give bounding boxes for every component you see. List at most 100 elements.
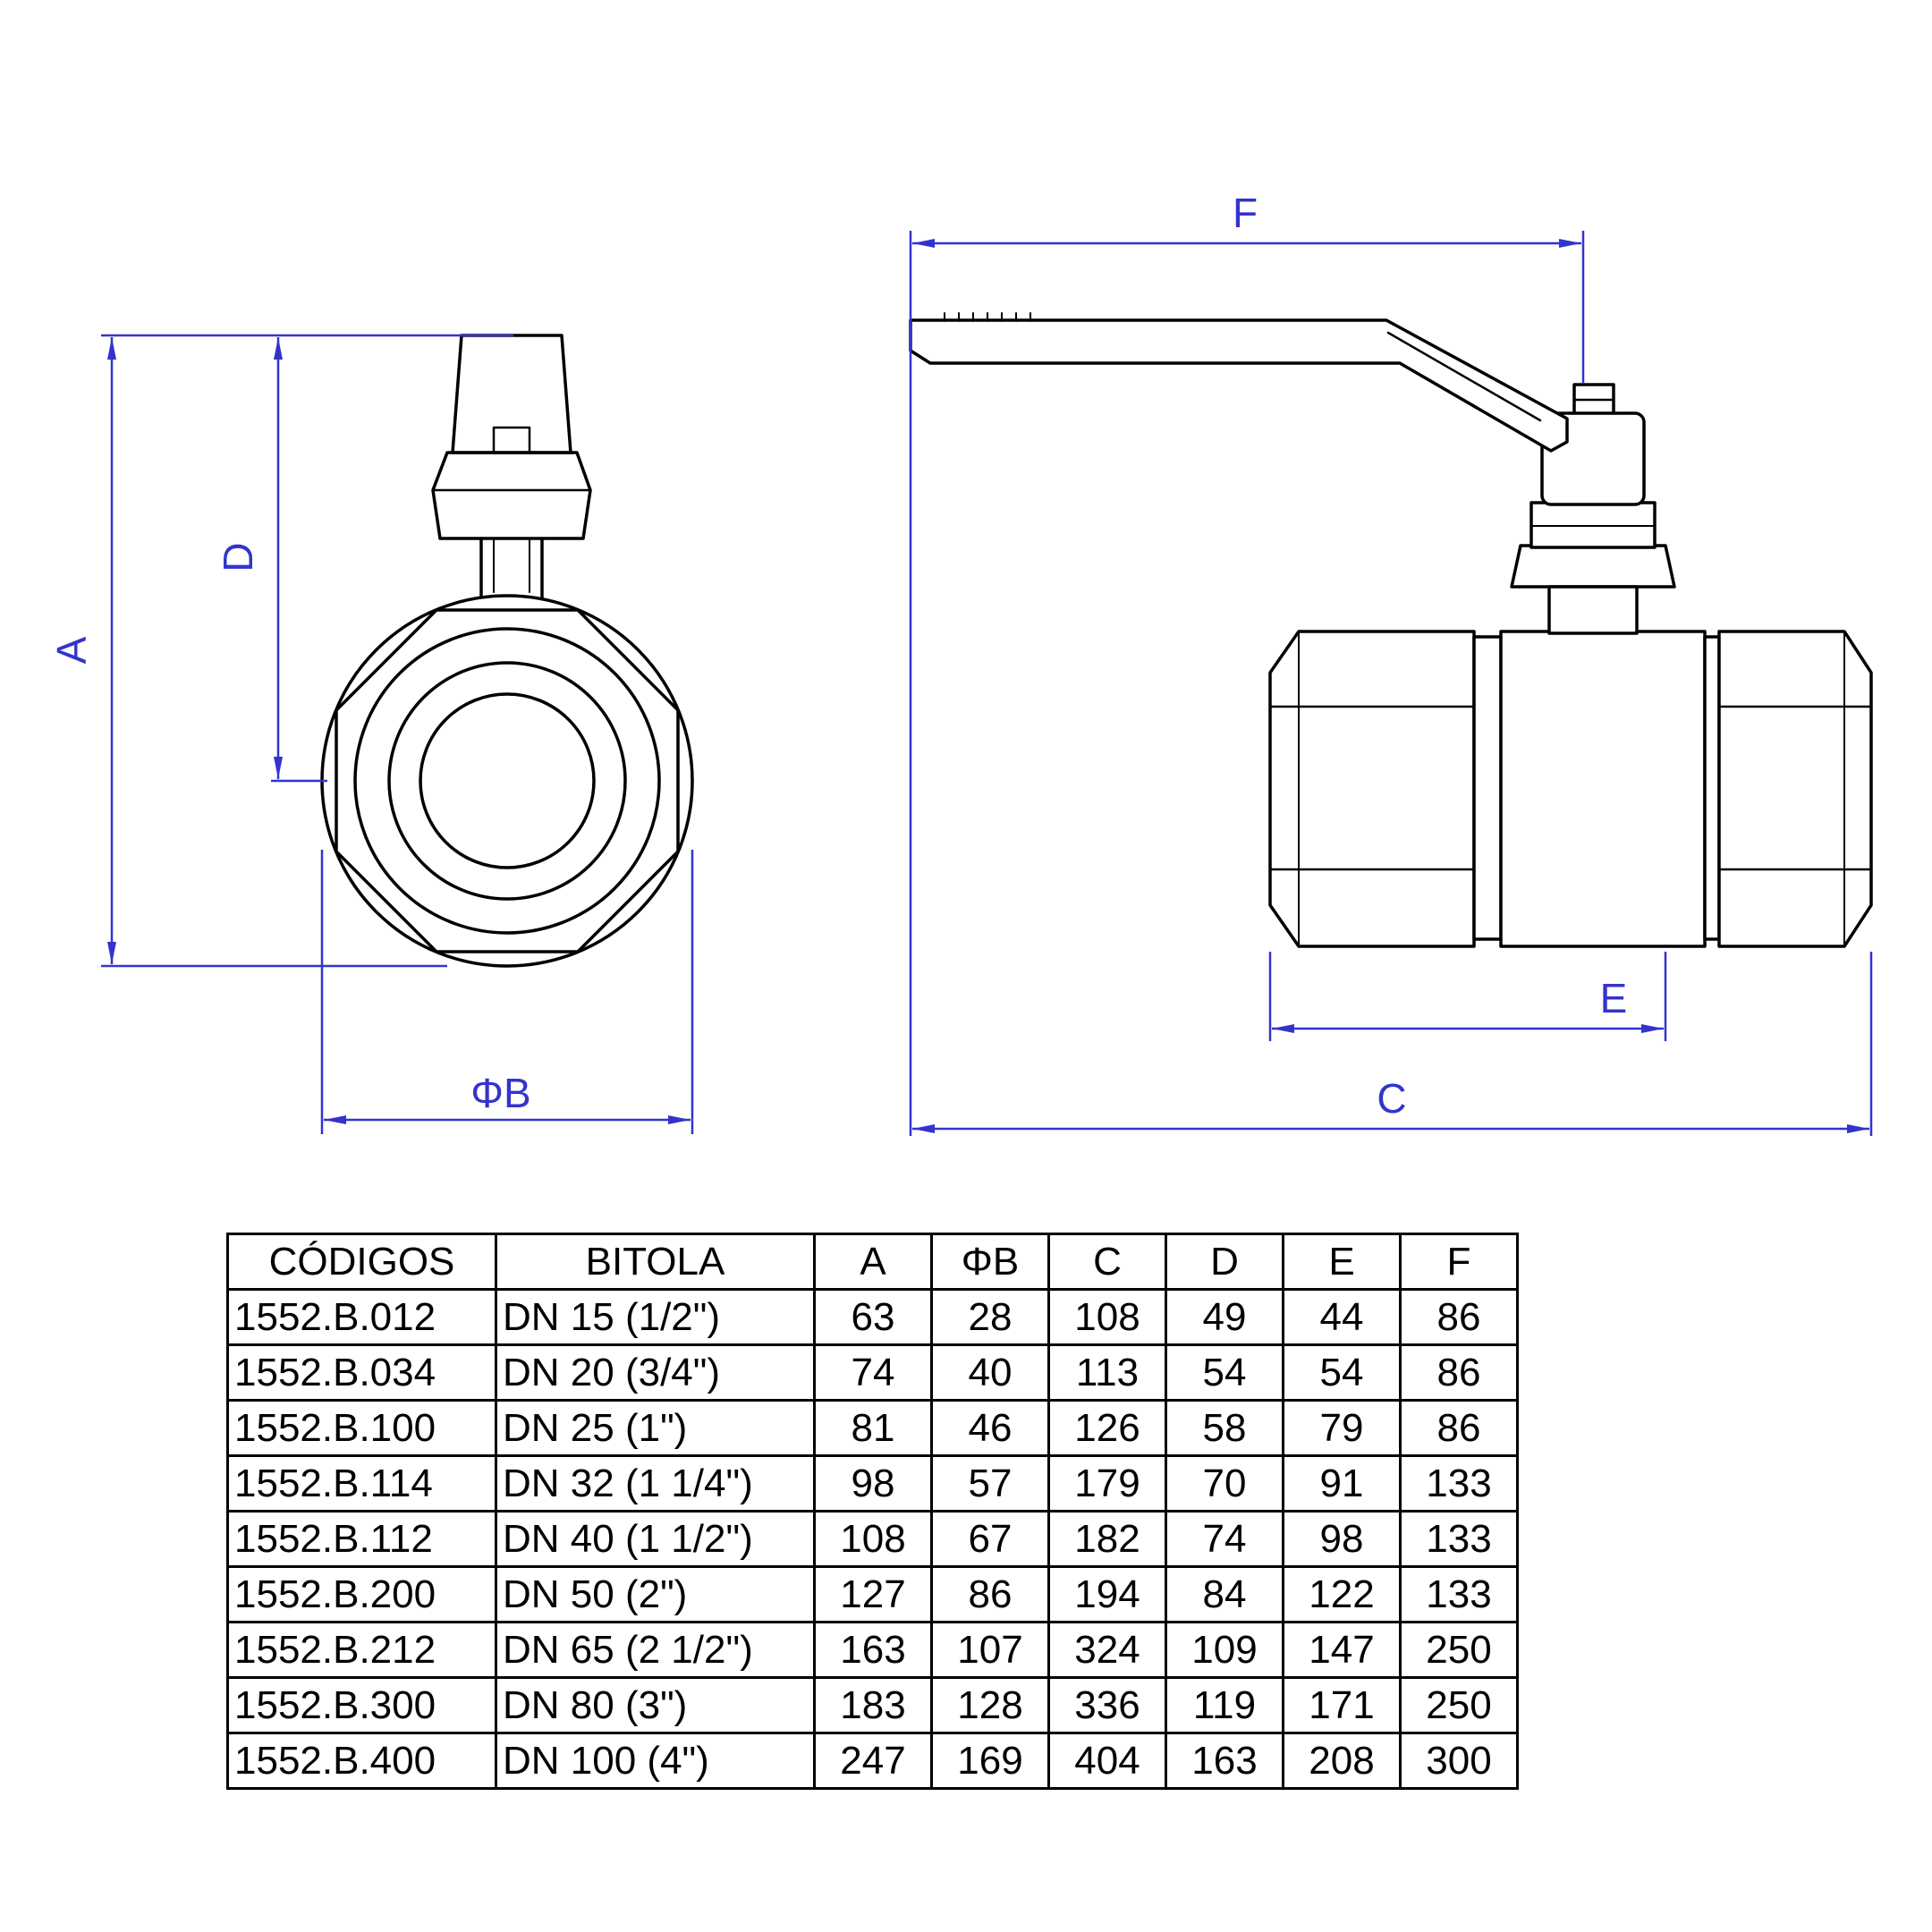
dimension-cell: 86	[930, 1565, 1050, 1623]
dimension-labels: A D ΦB F E C	[48, 190, 1627, 1122]
size-cell: DN 15 (1/2")	[495, 1288, 816, 1346]
left-end-cap	[1268, 630, 1476, 948]
dimension-cell: 194	[1047, 1565, 1167, 1623]
code-cell: 1552.B.112	[226, 1510, 497, 1568]
size-cell: DN 65 (2 1/2")	[495, 1621, 816, 1679]
size-cell: DN 20 (3/4")	[495, 1343, 816, 1402]
dimension-cell: 74	[1165, 1510, 1284, 1568]
body-octagon-nut	[335, 608, 680, 953]
dimension-cell: 86	[1399, 1399, 1519, 1457]
code-cell: 1552.B.034	[226, 1343, 497, 1402]
column-header-φb: ΦB	[930, 1233, 1050, 1291]
dimension-cell: 133	[1399, 1565, 1519, 1623]
side-view	[909, 312, 1873, 948]
body-outer-circle	[320, 594, 694, 968]
dimension-cell: 107	[930, 1621, 1050, 1679]
column-header-e: E	[1282, 1233, 1402, 1291]
code-cell: 1552.B.400	[226, 1732, 497, 1790]
dim-label-diameter-b: ΦB	[470, 1070, 530, 1116]
dimension-cell: 54	[1165, 1343, 1284, 1402]
dimension-cell: 147	[1282, 1621, 1402, 1679]
size-cell: DN 100 (4")	[495, 1732, 816, 1790]
dimension-cell: 133	[1399, 1454, 1519, 1513]
dimension-cell: 171	[1282, 1676, 1402, 1734]
size-cell: DN 80 (3")	[495, 1676, 816, 1734]
code-cell: 1552.B.212	[226, 1621, 497, 1679]
dimension-cell: 74	[813, 1343, 933, 1402]
dimension-cell: 70	[1165, 1454, 1284, 1513]
column-header-a: A	[813, 1233, 933, 1291]
size-cell: DN 50 (2")	[495, 1565, 816, 1623]
dimension-cell: 63	[813, 1288, 933, 1346]
dimension-cell: 86	[1399, 1343, 1519, 1402]
lever-handle	[909, 318, 1569, 453]
column-header-d: D	[1165, 1233, 1284, 1291]
code-cell: 1552.B.300	[226, 1676, 497, 1734]
dimension-cell: 91	[1282, 1454, 1402, 1513]
bonnet-neck	[1547, 585, 1639, 635]
dimension-cell: 108	[1047, 1288, 1167, 1346]
dimension-lines	[101, 231, 1873, 1136]
dimension-cell: 336	[1047, 1676, 1167, 1734]
dimension-cell: 98	[1282, 1510, 1402, 1568]
dimension-cell: 250	[1399, 1621, 1519, 1679]
dim-label-f: F	[1233, 190, 1258, 236]
front-view	[320, 334, 694, 968]
dimension-cell: 182	[1047, 1510, 1167, 1568]
dimension-cell: 119	[1165, 1676, 1284, 1734]
technical-drawing: A D ΦB F E C	[48, 190, 1873, 1136]
dimension-cell: 40	[930, 1343, 1050, 1402]
bore-circle	[419, 692, 596, 869]
dimension-cell: 247	[813, 1732, 933, 1790]
dimension-cell: 54	[1282, 1343, 1402, 1402]
dimension-cell: 208	[1282, 1732, 1402, 1790]
code-cell: 1552.B.200	[226, 1565, 497, 1623]
dim-label-e: E	[1600, 975, 1628, 1021]
dimension-cell: 98	[813, 1454, 933, 1513]
code-cell: 1552.B.100	[226, 1399, 497, 1457]
dimension-cell: 81	[813, 1399, 933, 1457]
size-cell: DN 40 (1 1/2")	[495, 1510, 816, 1568]
dimension-cell: 57	[930, 1454, 1050, 1513]
dimension-cell: 49	[1165, 1288, 1284, 1346]
stem-flat	[492, 426, 531, 454]
size-cell: DN 25 (1")	[495, 1399, 816, 1457]
dim-label-c: C	[1377, 1075, 1406, 1122]
dimension-cell: 44	[1282, 1288, 1402, 1346]
dimension-cell: 58	[1165, 1399, 1284, 1457]
dimension-cell: 163	[1165, 1732, 1284, 1790]
dimension-cell: 109	[1165, 1621, 1284, 1679]
column-header-c: C	[1047, 1233, 1167, 1291]
code-cell: 1552.B.012	[226, 1288, 497, 1346]
dimension-cell: 300	[1399, 1732, 1519, 1790]
dimension-cell: 127	[813, 1565, 933, 1623]
dimension-cell: 79	[1282, 1399, 1402, 1457]
code-cell: 1552.B.114	[226, 1454, 497, 1513]
right-end-cap	[1717, 630, 1873, 948]
thread-circle	[387, 661, 627, 901]
lever-inner-edge	[1386, 331, 1542, 422]
bonnet-shoulder	[1510, 544, 1676, 589]
column-header-f: F	[1399, 1233, 1519, 1291]
dimension-cell: 404	[1047, 1732, 1167, 1790]
dimension-cell: 46	[930, 1399, 1050, 1457]
dimension-cell: 324	[1047, 1621, 1167, 1679]
dimension-cell: 108	[813, 1510, 933, 1568]
dimension-cell: 183	[813, 1676, 933, 1734]
dim-label-a: A	[48, 636, 95, 664]
right-joint-ring	[1703, 635, 1721, 941]
dimension-cell: 122	[1282, 1565, 1402, 1623]
dimension-cell: 133	[1399, 1510, 1519, 1568]
size-cell: DN 32 (1 1/4")	[495, 1454, 816, 1513]
dimension-cell: 67	[930, 1510, 1050, 1568]
